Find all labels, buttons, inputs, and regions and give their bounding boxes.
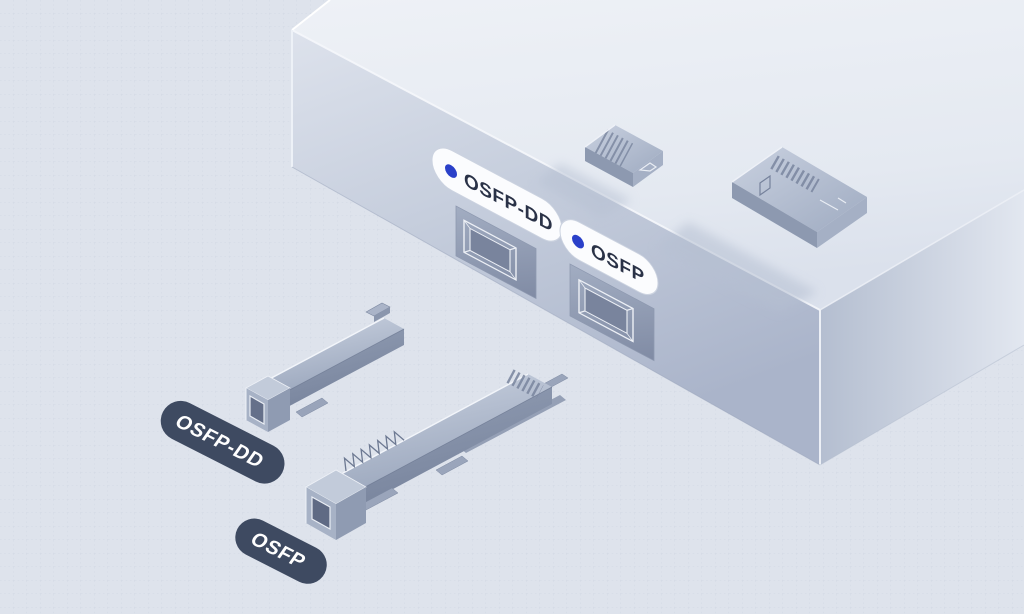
edge-back-left xyxy=(291,0,331,31)
device-right-face xyxy=(820,190,1024,465)
port-cage-corners xyxy=(463,220,517,281)
osfpdd-edge-line xyxy=(281,328,405,395)
port-indicator-dot xyxy=(445,164,457,178)
osfpdd-body-top xyxy=(262,318,404,394)
large-module-shadow xyxy=(656,222,818,312)
edge-front-bottom xyxy=(291,166,821,466)
osfpdd-collar-right xyxy=(268,388,290,432)
port-label-pill xyxy=(559,219,659,296)
edge-right-bottom xyxy=(819,344,1024,466)
osfpdd-foot-tab xyxy=(295,397,329,418)
port-label-osfp: OSFP xyxy=(559,219,659,296)
port-cage-corners xyxy=(578,279,634,342)
heatsink-module-small xyxy=(584,124,663,187)
port-indicator-dot xyxy=(572,234,584,249)
osfp-edge-line xyxy=(353,386,553,494)
osfp-contact-fingers xyxy=(506,369,544,399)
small-module-notch xyxy=(638,162,658,172)
osfpdd-body-side xyxy=(282,329,404,410)
small-module-front-face xyxy=(585,147,633,187)
small-module-shadow xyxy=(536,163,632,218)
top-module-end-face xyxy=(817,197,867,248)
edge-right-top xyxy=(819,189,1024,311)
port-cage-inner xyxy=(584,287,628,335)
port-osfp-dd-opening xyxy=(455,205,537,300)
transceiver-osfp-dd xyxy=(245,302,405,432)
osfp-port-opening xyxy=(311,495,331,531)
badge-pill xyxy=(160,400,285,484)
top-module-latch xyxy=(759,174,771,197)
port-cage-inner xyxy=(469,227,511,273)
osfp-foot-tab-mid xyxy=(435,455,469,476)
osfp-body-side xyxy=(354,387,552,510)
osfpdd-tail-tab-side xyxy=(374,307,390,322)
module-on-top xyxy=(731,146,867,248)
osfpdd-port-opening xyxy=(249,394,265,426)
top-module-detail-lines xyxy=(819,197,847,211)
top-module-front-face xyxy=(732,182,817,248)
top-module-contact-fingers xyxy=(770,155,820,193)
badge-pill xyxy=(235,518,327,584)
top-module-edge-highlight xyxy=(731,146,783,183)
port-cage-outer xyxy=(578,278,634,343)
osfp-collar-right xyxy=(336,487,366,540)
osfpdd-edge-highlight xyxy=(261,317,385,384)
port-osfp-opening xyxy=(569,263,655,362)
small-module-edge-highlight xyxy=(584,124,616,148)
top-module-top-face xyxy=(732,147,867,232)
osfp-body-top xyxy=(330,374,552,493)
osfp-heatsink-teeth xyxy=(343,430,405,472)
port-cage-outer xyxy=(463,219,517,281)
device-front-face xyxy=(292,30,820,465)
small-module-end-face xyxy=(633,151,663,187)
switch-device: OSFP-DD OSFP xyxy=(291,0,1024,466)
transceiver-osfp xyxy=(305,369,569,540)
